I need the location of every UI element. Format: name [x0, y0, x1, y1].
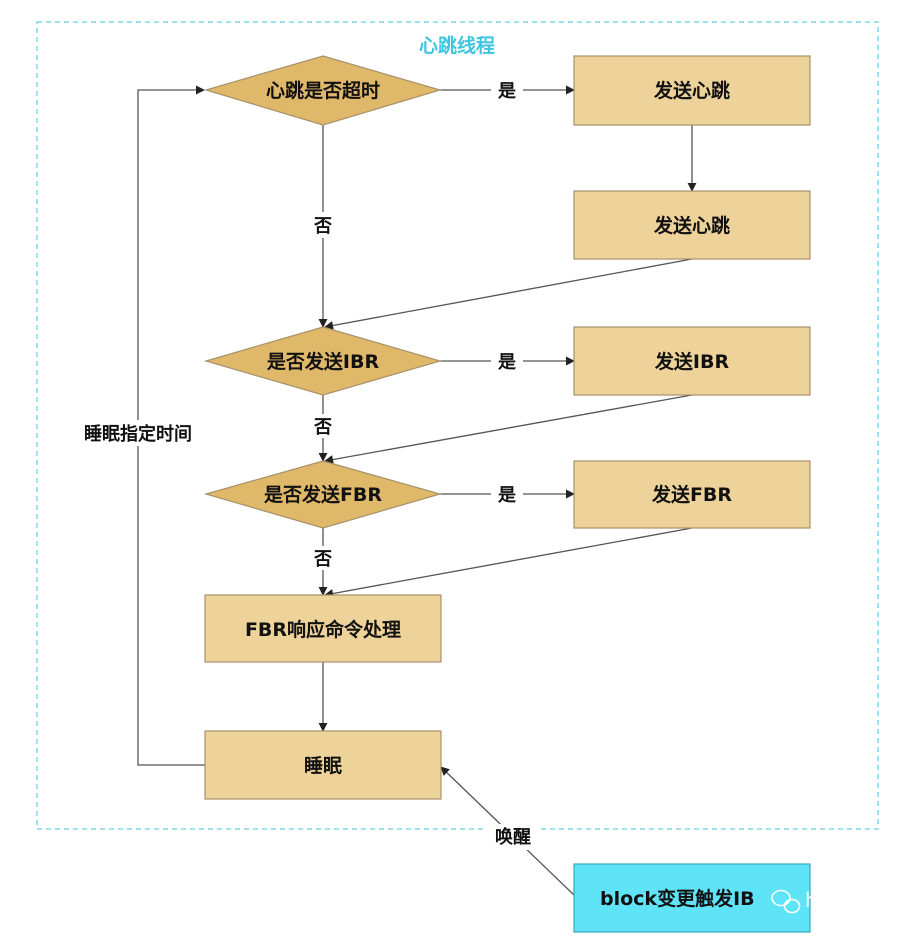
edge-labels: 是 否 是 否 是 否 睡眠指定时间 唤醒 — [66, 78, 540, 850]
process-block-change-label: block变更触发IB — [600, 887, 755, 910]
process-send-heartbeat-2-label: 发送心跳 — [653, 214, 730, 237]
process-send-fbr-label: 发送FBR — [651, 483, 732, 506]
edge-label-ibr-yes: 是 — [497, 352, 516, 373]
process-send-heartbeat-1-label: 发送心跳 — [653, 79, 730, 102]
process-send-heartbeat-2-shape — [573, 190, 811, 260]
label-bg — [491, 349, 523, 373]
decision-fbr-shape — [203, 460, 443, 529]
edge-label-timeout-yes: 是 — [497, 81, 516, 102]
process-sleep: 睡眠 — [204, 730, 442, 800]
decision-fbr: 是否发送FBR — [203, 460, 443, 529]
process-fbr-response-shape — [204, 594, 442, 663]
decision-timeout: 心跳是否超时 — [203, 55, 443, 126]
decision-fbr-label: 是否发送FBR — [264, 483, 382, 506]
watermark: hncscwc — [771, 888, 890, 914]
process-send-ibr-label: 发送IBR — [654, 350, 730, 373]
edge-heartbeat-2-to-ibr-check — [324, 258, 693, 330]
edge-send-ibr-to-fbr-check — [324, 394, 693, 464]
process-send-ibr: 发送IBR — [573, 326, 811, 396]
label-bg — [307, 414, 339, 438]
thread-title: 心跳线程 — [419, 34, 495, 57]
thread-frame — [36, 21, 879, 830]
process-send-heartbeat-1: 发送心跳 — [573, 55, 811, 126]
label-bg — [66, 420, 210, 446]
process-fbr-response: FBR响应命令处理 — [204, 594, 442, 663]
edge-label-sleep-loop: 睡眠指定时间 — [84, 423, 192, 445]
process-sleep-label: 睡眠 — [304, 755, 342, 777]
process-block-change-shape — [573, 863, 811, 933]
process-sleep-shape — [204, 730, 442, 800]
process-send-fbr: 发送FBR — [573, 460, 811, 529]
label-bg — [307, 212, 339, 238]
process-send-heartbeat-2: 发送心跳 — [573, 190, 811, 260]
decision-ibr-shape — [203, 326, 443, 396]
watermark-text: hncscwc — [805, 888, 890, 912]
decision-ibr-label: 是否发送IBR — [267, 350, 380, 373]
edge-label-ibr-no: 否 — [313, 417, 332, 438]
decision-timeout-shape — [203, 55, 443, 126]
label-bg — [491, 482, 523, 506]
edge-label-fbr-yes: 是 — [497, 485, 516, 506]
edge-label-timeout-no: 否 — [313, 216, 332, 237]
process-fbr-response-label: FBR响应命令处理 — [245, 618, 401, 641]
edge-label-wake: 唤醒 — [495, 826, 531, 848]
label-bg — [491, 78, 523, 102]
process-block-change: block变更触发IB — [573, 863, 811, 933]
process-send-heartbeat-1-shape — [573, 55, 811, 126]
process-send-ibr-shape — [573, 326, 811, 396]
label-bg — [307, 546, 339, 570]
process-send-fbr-shape — [573, 460, 811, 529]
label-bg — [486, 824, 540, 850]
wechat-icon — [771, 889, 801, 914]
edge-label-fbr-no: 否 — [313, 549, 332, 570]
decision-ibr: 是否发送IBR — [203, 326, 443, 396]
edge-send-fbr-to-response — [324, 527, 693, 598]
decision-timeout-label: 心跳是否超时 — [266, 79, 380, 102]
